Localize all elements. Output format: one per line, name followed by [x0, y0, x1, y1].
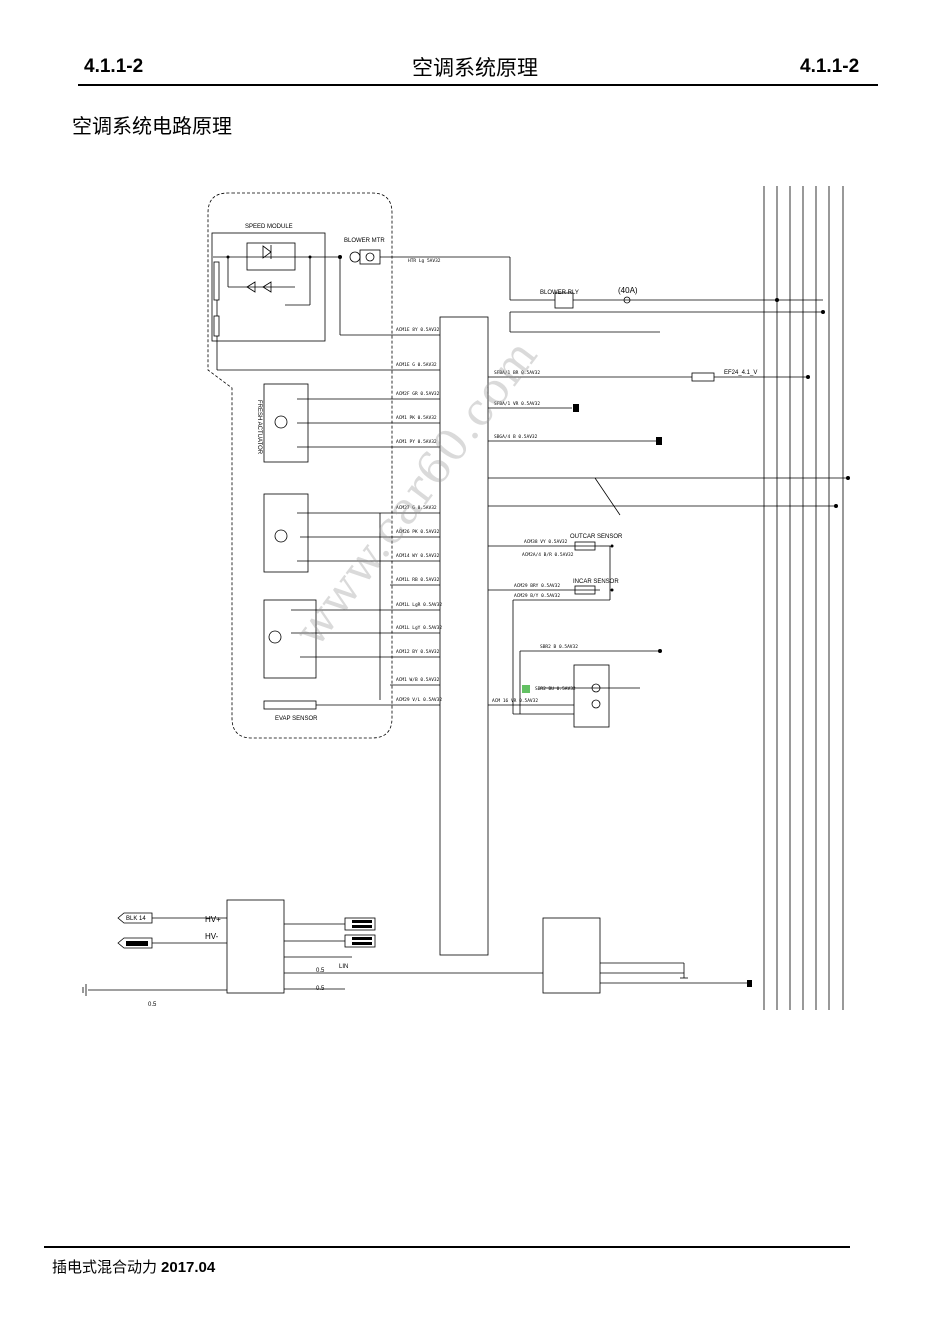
blower-motor-box	[359, 249, 381, 265]
pressure-sensor-box	[573, 664, 610, 728]
wire-right-9: ACM 16 VR 0.5AV32	[492, 698, 538, 704]
connector-tag-1-label: BLK 14	[126, 916, 146, 922]
fuse-40a	[623, 296, 631, 304]
footer-year: 2017.04	[161, 1259, 216, 1276]
fuse-amp-label: (40A)	[618, 286, 638, 295]
outcar-sensor-label: OUTCAR SENSOR	[570, 534, 623, 540]
incar-sensor-label: INCAR SENSOR	[573, 579, 619, 585]
charger-module-box	[542, 917, 601, 994]
wire-left-8: ACM1L RB 0.5AV32	[396, 577, 440, 583]
wire-left-13: ACM29 V/L 0.5AV32	[396, 697, 442, 703]
mode-actuator-box	[263, 599, 317, 679]
wire-right-2: SBGA/4 B 0.5AV32	[494, 434, 538, 440]
wire-left-6: ACM26 PK 0.5AV32	[396, 529, 440, 535]
wire-left-1: ACM1E G 0.5AV32	[396, 362, 437, 368]
connector-hv-minus: HV-	[205, 932, 219, 941]
bottom-left-value: 0.5	[148, 1002, 157, 1008]
wire-right-5: ACM29 BRY 0.5AV32	[514, 583, 560, 589]
wire-left-10: ACM1L LgY 0.5AV32	[396, 625, 442, 631]
fresh-actuator-label: FRESH ACTUATOR	[256, 400, 262, 455]
wire-left-7: ACM14 WY 0.5AV32	[396, 553, 440, 559]
wire-fuse-label: EF24_4.1_V	[724, 370, 757, 376]
connector-tag-4	[344, 934, 376, 948]
wire-left-4: ACM1 PY 0.5AV32	[396, 439, 437, 445]
hvac-module-outline	[207, 192, 393, 739]
page-number-left: 4.1.1-2	[84, 56, 144, 77]
pin-value-0: 0.5	[316, 968, 325, 974]
wire-left-3: ACM1 PK 0.5AV32	[396, 415, 437, 421]
inverter-connector-box	[226, 899, 285, 994]
wire-right-4: ACM2A/4 B/R 0.5AV32	[522, 552, 574, 558]
header-rule	[78, 84, 878, 86]
pin-value-1: 0.5	[316, 986, 325, 992]
wire-left-12: ACM1 W/B 0.5AV32	[396, 677, 440, 683]
connector-hv-plus: HV+	[205, 915, 221, 924]
lin-label: LIN	[339, 964, 348, 970]
wire-left-5: ACM27 G 0.5AV32	[396, 505, 437, 511]
page-number-right: 4.1.1-2	[800, 56, 860, 77]
speed-module-box	[211, 232, 326, 342]
wire-left-2: ACM2F GR 0.5AV32	[396, 391, 440, 397]
outcar-sensor-box	[574, 541, 596, 551]
wire-right-3: ACM38 VY 0.5AV32	[524, 539, 568, 545]
incar-sensor-box	[574, 585, 596, 595]
wire-left-0: ACM1E 8Y 0.5AV32	[396, 327, 440, 333]
footer-rule	[44, 1246, 850, 1248]
wire-left-9: ACM1L LgR 0.5AV32	[396, 602, 442, 608]
hvac-controller-box	[439, 316, 489, 956]
evap-sensor-box	[263, 700, 317, 710]
connector-tag-3	[344, 917, 376, 931]
footer-text: 插电式混合动力	[52, 1258, 158, 1276]
wire-right-8: SBR2 BU 0.5AV32	[535, 686, 576, 692]
blower-relay-label: BLOWER RLY	[540, 290, 579, 296]
section-subtitle: 空调系统电路原理	[72, 114, 232, 138]
wire-right-0: SFBA/1 BR 0.5AV32	[494, 370, 540, 376]
blower-relay-box	[554, 292, 574, 309]
wire-left-11: ACM12 BY 0.5AV32	[396, 649, 440, 655]
page-title: 空调系统原理	[412, 56, 538, 80]
wire-htr-label: HTR Lg 5AV32	[408, 258, 441, 264]
wire-right-6: ACM29 B/Y 0.5AV32	[514, 593, 560, 599]
temp-actuator-box	[263, 493, 309, 573]
blower-motor-label: BLOWER MTR	[344, 238, 385, 244]
speed-module-label: SPEED MODULE	[245, 224, 293, 230]
wire-right-1: SFBA/1 VR 0.5AV32	[494, 401, 540, 407]
wire-right-7: SBR2 B 0.5AV32	[540, 644, 578, 650]
evap-sensor-label: EVAP SENSOR	[275, 716, 318, 722]
